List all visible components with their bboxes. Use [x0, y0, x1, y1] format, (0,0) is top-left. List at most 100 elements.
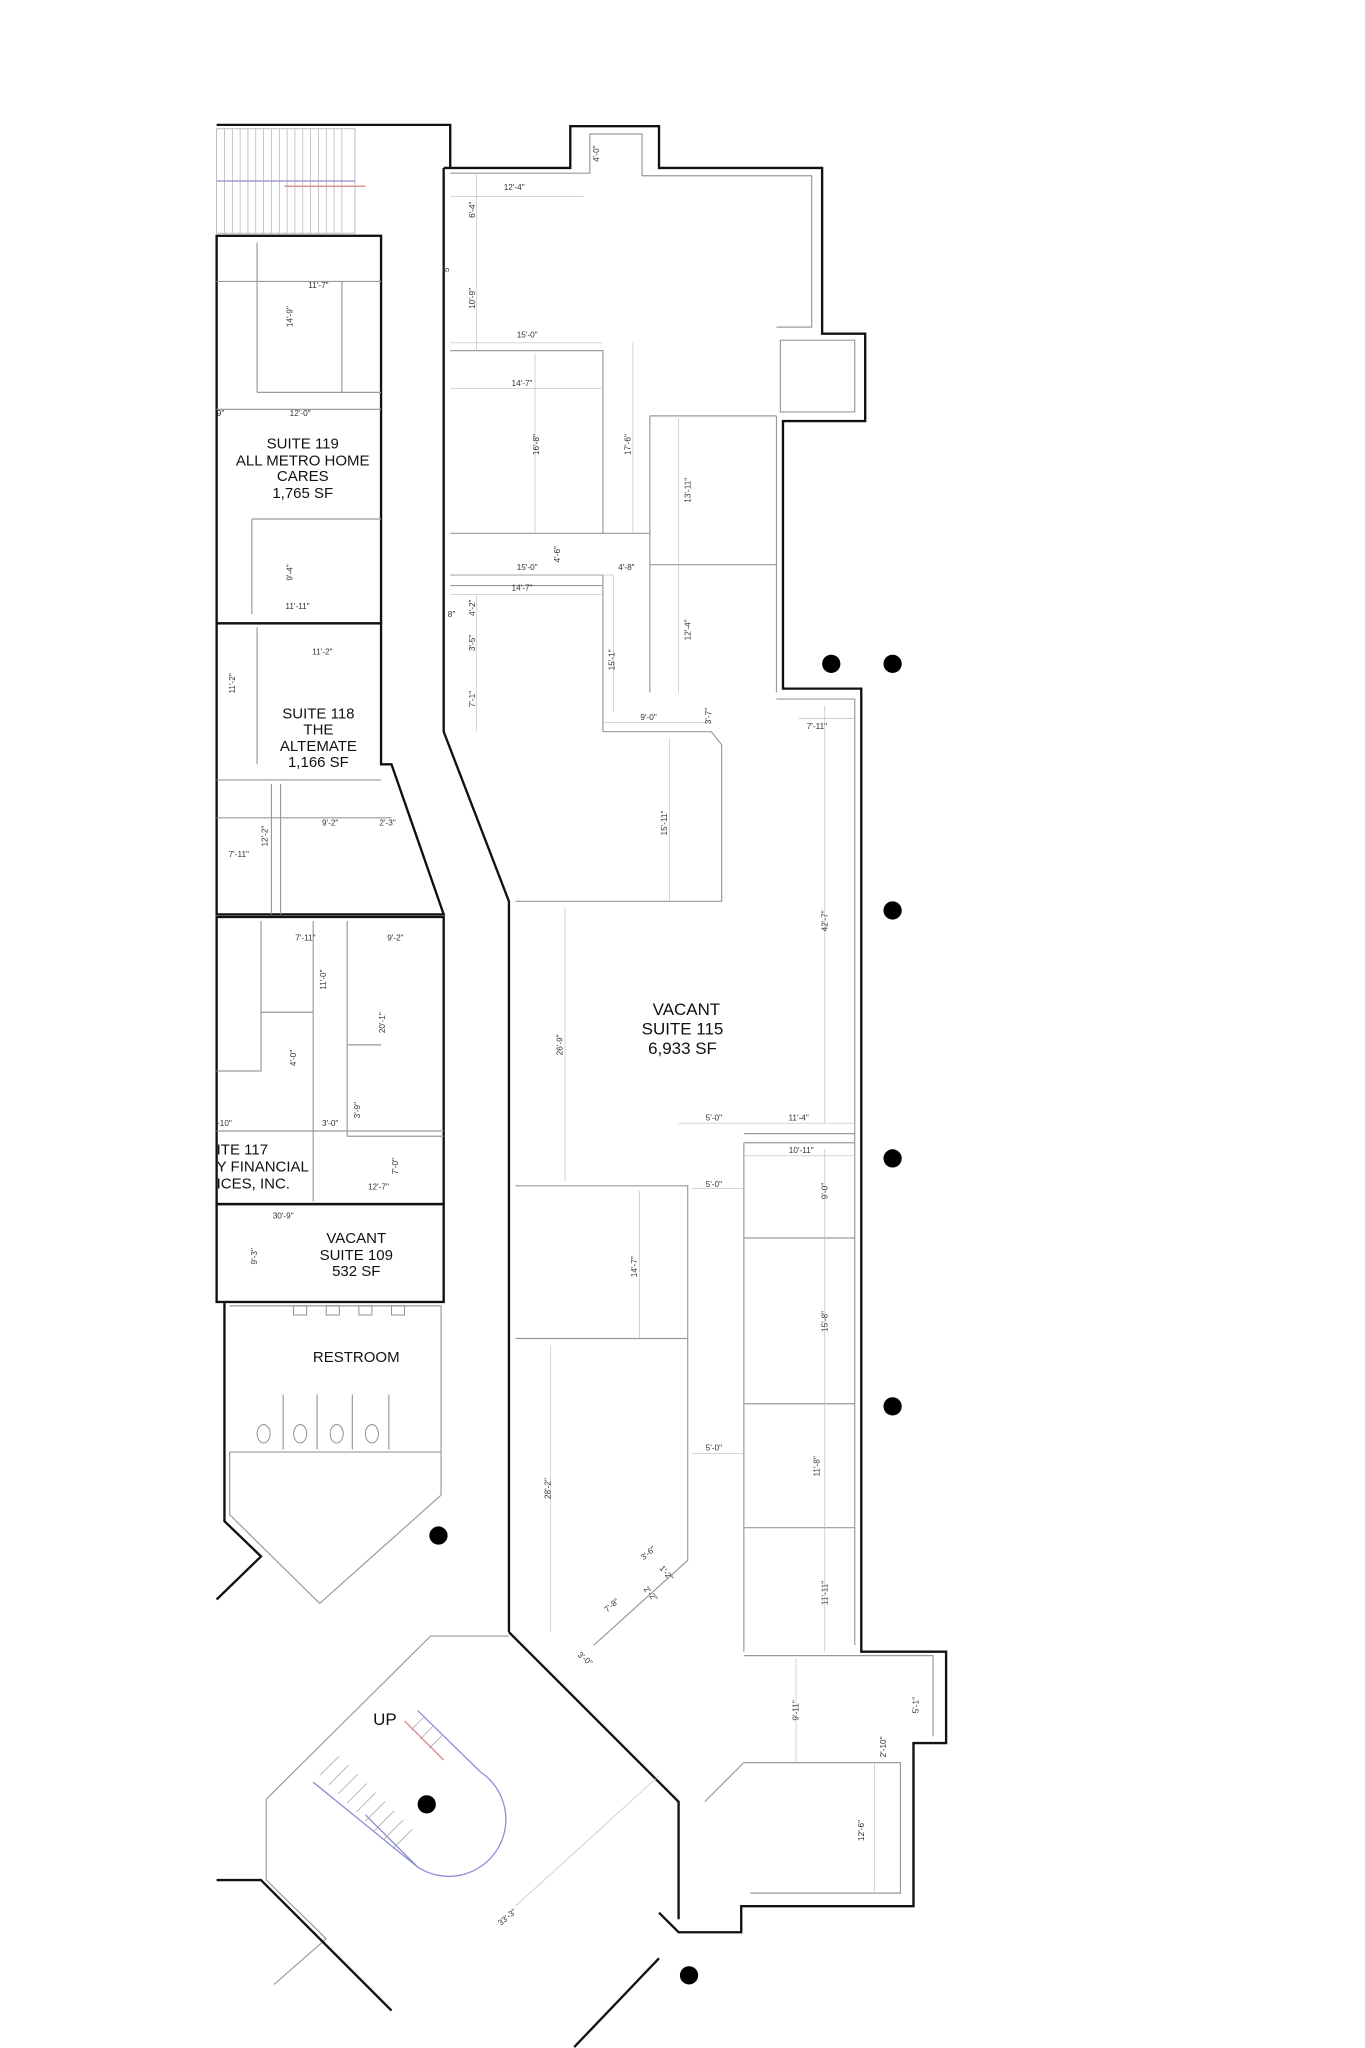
- dimension: 12'-0": [290, 409, 311, 418]
- suite-109[interactable]: [215, 1202, 445, 1304]
- dimension: 7'-11": [295, 933, 315, 942]
- dimension: 2'-3": [379, 819, 395, 828]
- dimension: 4'-8": [618, 563, 634, 572]
- dimension: 2'-10": [879, 1736, 888, 1757]
- restroom-label: RESTROOM: [313, 1349, 400, 1366]
- svg-text:SUITE 118: SUITE 118: [282, 706, 354, 723]
- dimension: 11'-4": [788, 1114, 808, 1123]
- dimension: 9'-0": [640, 713, 656, 722]
- svg-text:CARES: CARES: [277, 468, 329, 485]
- svg-text:VACANT: VACANT: [326, 1230, 386, 1247]
- dimension: 3'-6": [639, 1544, 657, 1561]
- dimension: 14'-7": [630, 1256, 639, 1277]
- dimension: 26'-9": [555, 1034, 564, 1055]
- dimension: 13'-11": [683, 478, 692, 503]
- dimension: 7'-11": [229, 850, 249, 859]
- dimension: 14'-9": [285, 306, 294, 327]
- upper-stairs: [216, 128, 366, 234]
- dimension: 3'-5": [468, 635, 477, 651]
- dimension: 7'-11": [807, 722, 827, 731]
- dimension-labels: 12'-4" 11'-7" 12'-0" 15'-0" 14'-7" 15'-0…: [217, 145, 921, 1927]
- dimension: 10'-11": [789, 1146, 814, 1155]
- dimension: 17'-6": [623, 434, 632, 455]
- dimension: 9'-2": [322, 819, 338, 828]
- dimension: 11'-11": [285, 602, 309, 611]
- svg-text:ALTEMATE: ALTEMATE: [280, 738, 357, 755]
- dimension: 4'-0": [592, 145, 601, 161]
- dimension: 3'-0": [576, 1650, 594, 1667]
- dimension: 4'-0": [289, 1050, 298, 1066]
- corridor-wall-north: [216, 123, 452, 168]
- dimension: 11'-2": [228, 673, 237, 693]
- dimension: 11'-2": [312, 648, 332, 657]
- svg-text:SUITE 119: SUITE 119: [267, 436, 339, 453]
- svg-text:532 SF: 532 SF: [332, 1263, 380, 1280]
- building-columns: [417, 654, 902, 1985]
- suite-119[interactable]: [215, 234, 383, 625]
- dimension: 12'-4": [504, 183, 525, 192]
- dimension: 5": [442, 265, 451, 273]
- dimension: 5'-0": [706, 1180, 722, 1189]
- dimension: 10'-9": [468, 288, 477, 309]
- dimension: 9'-3": [250, 1248, 259, 1264]
- dimension: 28'-2": [544, 1478, 553, 1499]
- dimension: 12'-2": [261, 826, 270, 847]
- dimension: 7'-0": [391, 1158, 400, 1174]
- lobby-stair: [216, 1635, 660, 2048]
- dimension: 1'-2": [657, 1564, 674, 1582]
- dimension: -10": [217, 1119, 232, 1128]
- dimension: 4'-2": [468, 599, 477, 615]
- dimension: 15'-1": [608, 649, 617, 670]
- dimension: 15'-8": [820, 1311, 829, 1332]
- svg-text:ICES, INC.: ICES, INC.: [217, 1175, 290, 1192]
- suite-117-label: ITE 117 Y FINANCIAL ICES, INC.: [217, 1141, 309, 1192]
- svg-text:SUITE 109: SUITE 109: [320, 1247, 393, 1264]
- dimension: 3'-9": [353, 1102, 362, 1118]
- dimension: 9'-11": [792, 1700, 801, 1720]
- dimension: 14'-7": [512, 584, 533, 593]
- dimension: 9": [217, 409, 225, 418]
- dimension: 15'-11": [660, 811, 669, 836]
- dimension: 7'-1": [468, 691, 477, 707]
- svg-text:VACANT: VACANT: [653, 1000, 721, 1019]
- dimension: 33'-3": [496, 1907, 518, 1927]
- dimension: 15'-0": [517, 331, 538, 340]
- svg-text:THE: THE: [303, 721, 333, 738]
- dimension: 6'-4": [468, 201, 477, 217]
- dimension: 12'-4": [683, 619, 692, 640]
- dimension: 5'-0": [706, 1444, 722, 1453]
- dimension: 12'-6": [857, 1820, 866, 1841]
- svg-text:Y FINANCIAL: Y FINANCIAL: [217, 1158, 309, 1175]
- dimension: 30'-9": [273, 1211, 294, 1220]
- dimension: 11'-8": [813, 1456, 822, 1476]
- suite-109-label: VACANT SUITE 109 532 SF: [320, 1230, 393, 1280]
- svg-text:1,765 SF: 1,765 SF: [272, 485, 333, 502]
- dimension: 12'-7": [368, 1183, 389, 1192]
- suite-119-label: SUITE 119 ALL METRO HOME CARES 1,765 SF: [236, 436, 370, 503]
- dimension: 42'-7": [820, 910, 829, 931]
- dimension: 2'-2": [642, 1585, 659, 1603]
- svg-text:ITE 117: ITE 117: [217, 1141, 268, 1158]
- dimension: 9'-2": [387, 933, 403, 942]
- dimension: 4'-6": [553, 546, 562, 562]
- dimension: 20'-1": [378, 1012, 387, 1033]
- suite-118-label: SUITE 118 THE ALTEMATE 1,166 SF: [280, 706, 357, 771]
- dimension: 5'-1": [912, 1697, 921, 1713]
- suite-115[interactable]: [442, 125, 948, 1934]
- dimension: 16'-8": [532, 434, 541, 455]
- dimension: 11'-7": [308, 281, 328, 290]
- dimension: 9'-0": [820, 1183, 829, 1199]
- dimension: 7'-8": [603, 1597, 621, 1614]
- restroom[interactable]: [215, 1301, 442, 1605]
- dimension: 15'-0": [517, 563, 538, 572]
- svg-text:6,933 SF: 6,933 SF: [648, 1039, 717, 1058]
- dimension: 11'-0": [319, 969, 328, 989]
- dimension: 8": [448, 610, 456, 619]
- suite-115-label: VACANT SUITE 115 6,933 SF: [642, 1000, 724, 1058]
- dimension: 5'-0": [706, 1114, 722, 1123]
- dimension: 9'-4": [285, 564, 294, 580]
- dimension: 3'-7": [704, 708, 713, 724]
- suite-118[interactable]: [215, 622, 446, 916]
- dimension: 3'-0": [322, 1119, 338, 1128]
